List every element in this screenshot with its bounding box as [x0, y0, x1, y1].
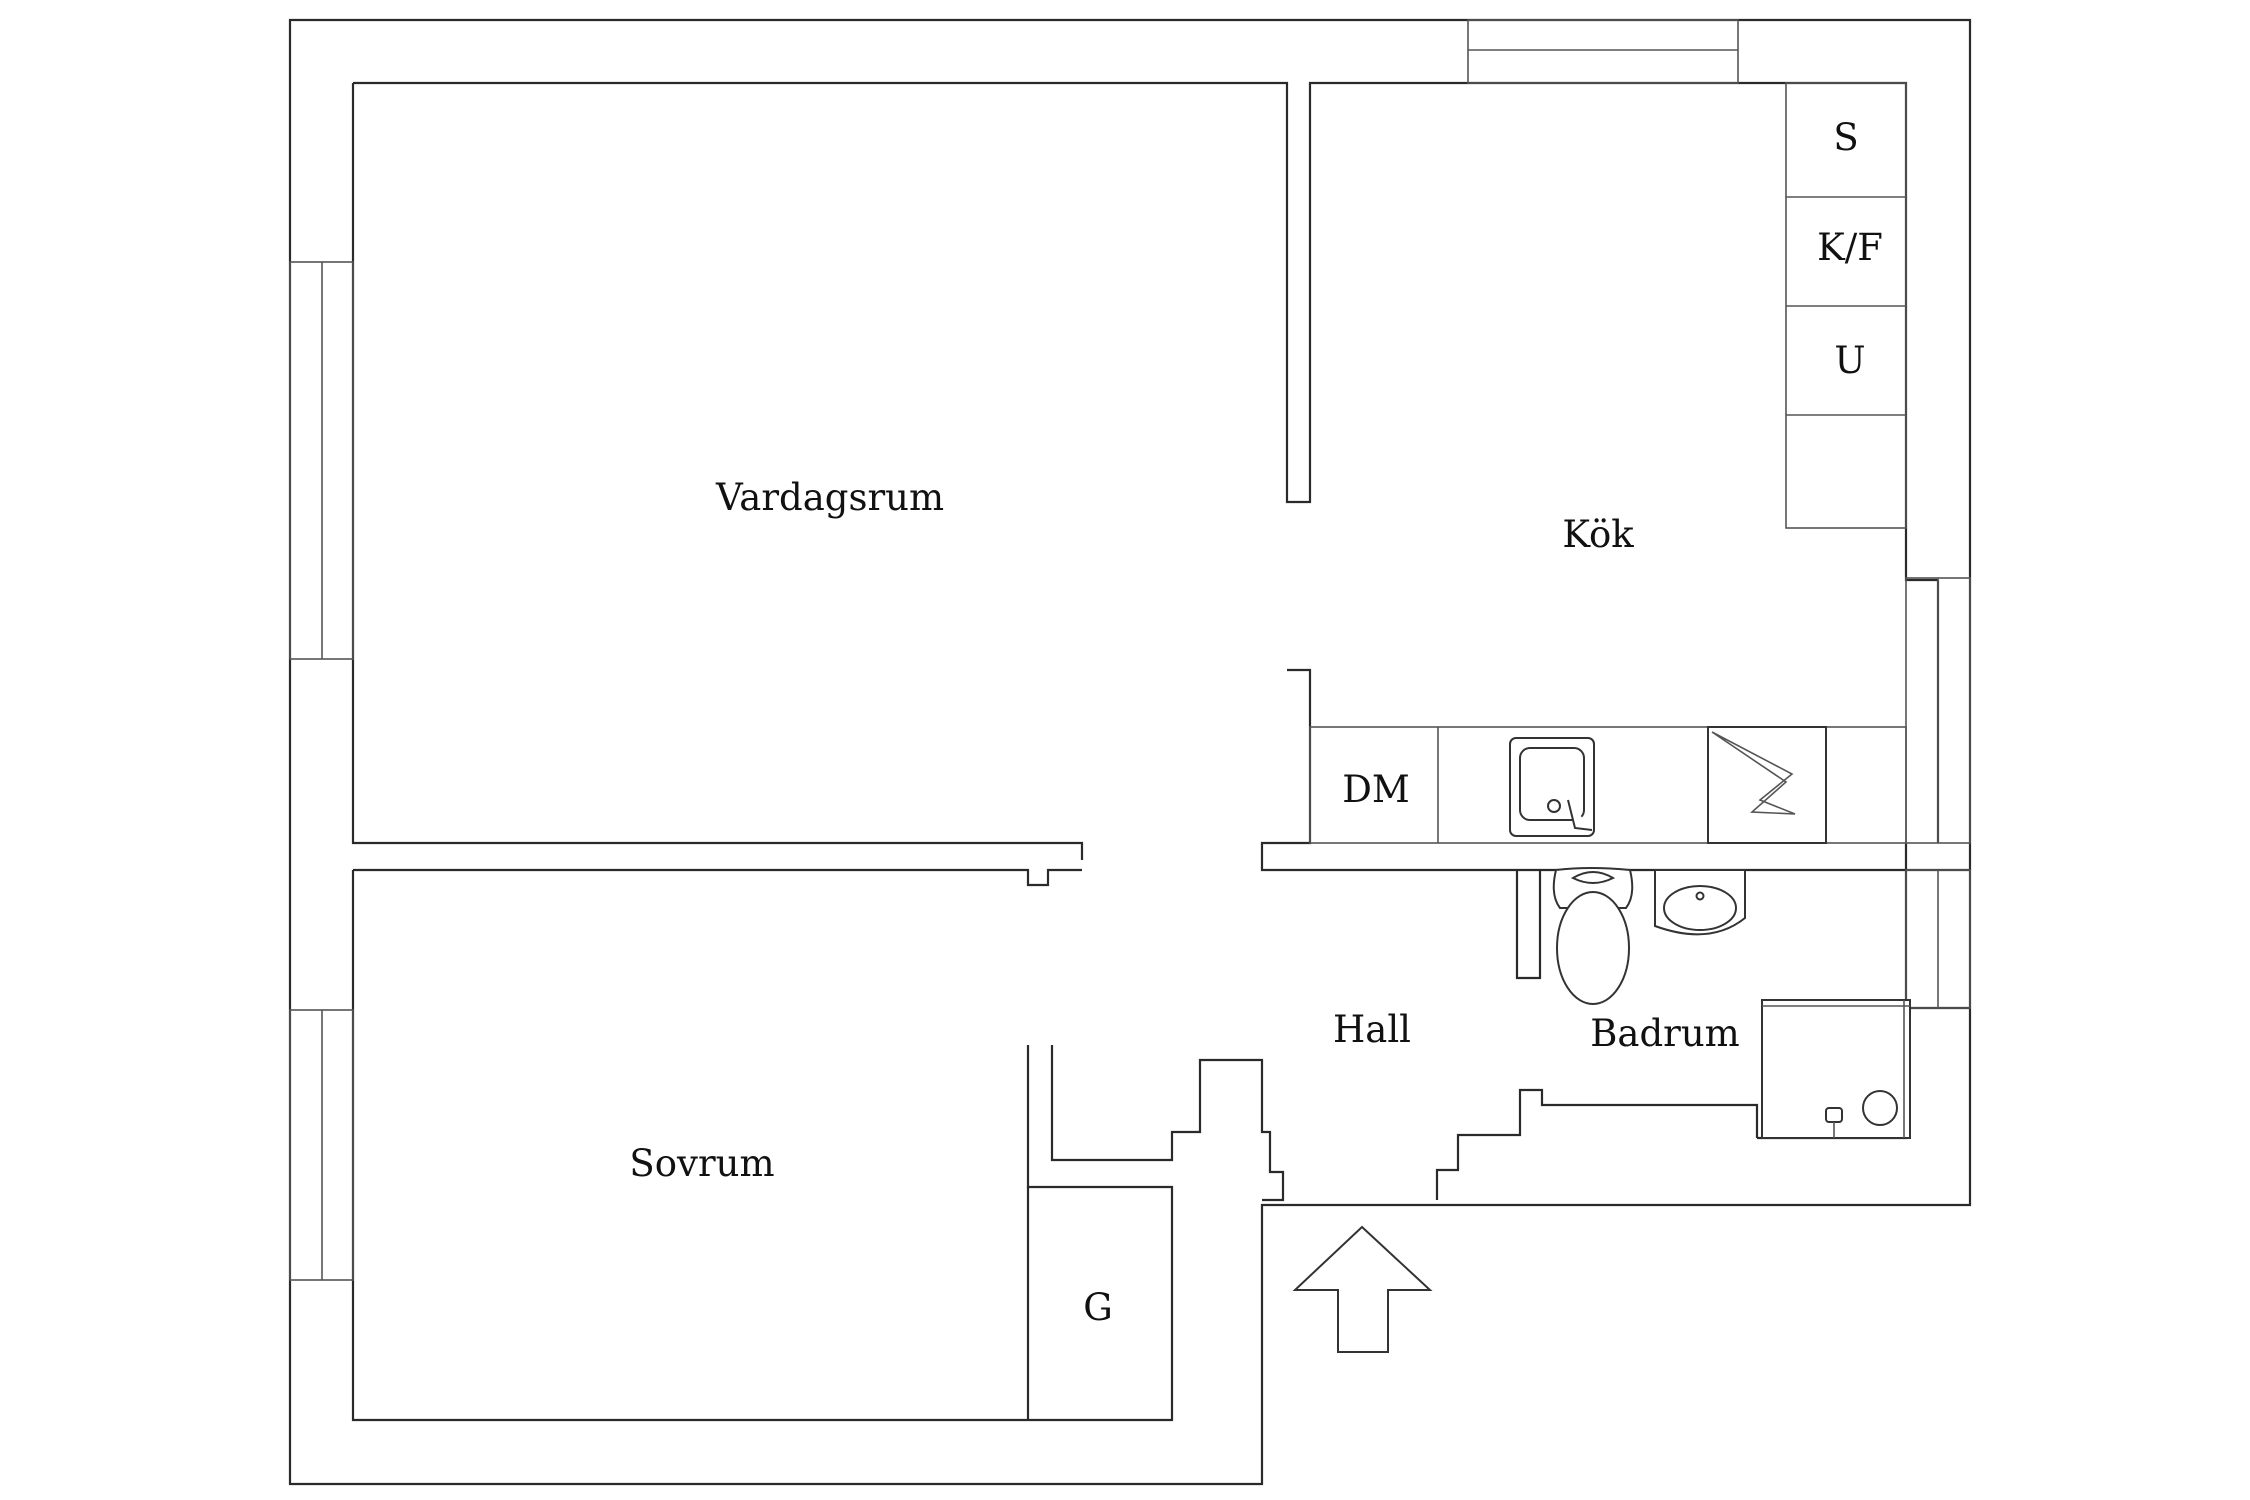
windows [289, 19, 1971, 1281]
unit-label-fridge-freezer: K/F [1817, 226, 1883, 269]
room-label-sovrum: Sovrum [629, 1142, 774, 1185]
toilet-icon [1552, 867, 1634, 1005]
room-label-hall: Hall [1333, 1008, 1411, 1051]
room-label-vardagsrum: Vardagsrum [715, 476, 944, 519]
unit-label-oven: U [1834, 339, 1865, 382]
entrance-arrow-icon [1292, 1225, 1433, 1353]
kitchen-counter [1309, 726, 1907, 844]
room-label-kok: Kök [1562, 513, 1634, 556]
washbasin-icon [1654, 869, 1746, 936]
unit-label-wardrobe: G [1083, 1286, 1113, 1329]
floor-drain-icon [1825, 1107, 1843, 1138]
room-label-badrum: Badrum [1590, 1012, 1740, 1055]
fume-hood-icon [1707, 726, 1827, 844]
sink-icon [1509, 737, 1595, 837]
unit-label-stove: S [1833, 116, 1858, 159]
unit-label-dishwasher: DM [1342, 768, 1410, 811]
kitchen-tall-units [1785, 82, 1907, 529]
outer-walls [288, 18, 1972, 1486]
